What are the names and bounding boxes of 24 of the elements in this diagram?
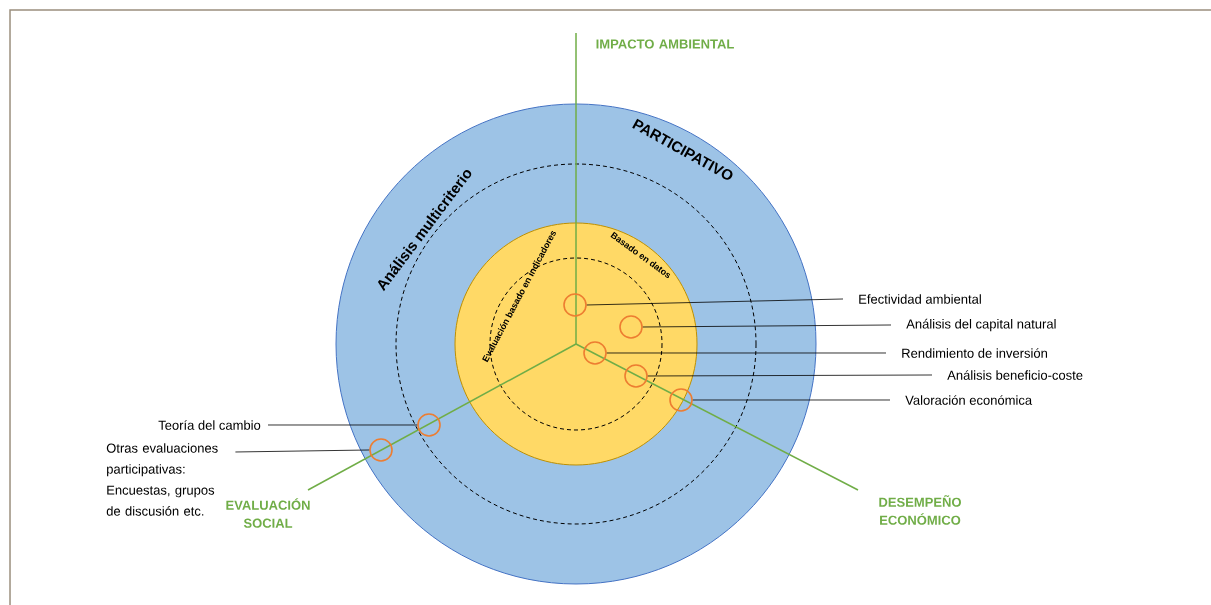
marker-circle (583, 341, 607, 365)
marker-circle (563, 293, 587, 317)
marker-circle (669, 388, 693, 412)
marker-circle (369, 438, 393, 462)
axis-label: DESEMPEÑO ECONÓMICO (879, 495, 961, 525)
leader-line (586, 298, 844, 306)
leader-text: Teoría del cambio (158, 420, 261, 430)
leader-text: Otras evaluaciones participativas: Encuestas, grupos de discusión etc. (106, 443, 218, 516)
leader-line (235, 449, 370, 453)
leader-text: Valoración económica (905, 395, 1033, 405)
leader-line (642, 324, 892, 328)
leader-text: Análisis del capital natural (906, 318, 1056, 332)
leader-text: Análisis beneficio-coste (947, 370, 1083, 380)
axis-label: IMPACTO AMBIENTAL (596, 39, 734, 49)
leader-text: Rendimiento de inversión (902, 348, 1047, 358)
marker-circle (624, 364, 648, 388)
leader-text: Efectividad ambiental (859, 294, 981, 304)
leader-line (647, 374, 933, 377)
marker-circle (417, 413, 441, 437)
marker-circle (619, 315, 643, 339)
leader-line (692, 399, 891, 401)
leader-line (267, 424, 418, 426)
leader-line (606, 352, 887, 354)
axis-label: EVALUACIÓN SOCIAL (226, 498, 310, 528)
